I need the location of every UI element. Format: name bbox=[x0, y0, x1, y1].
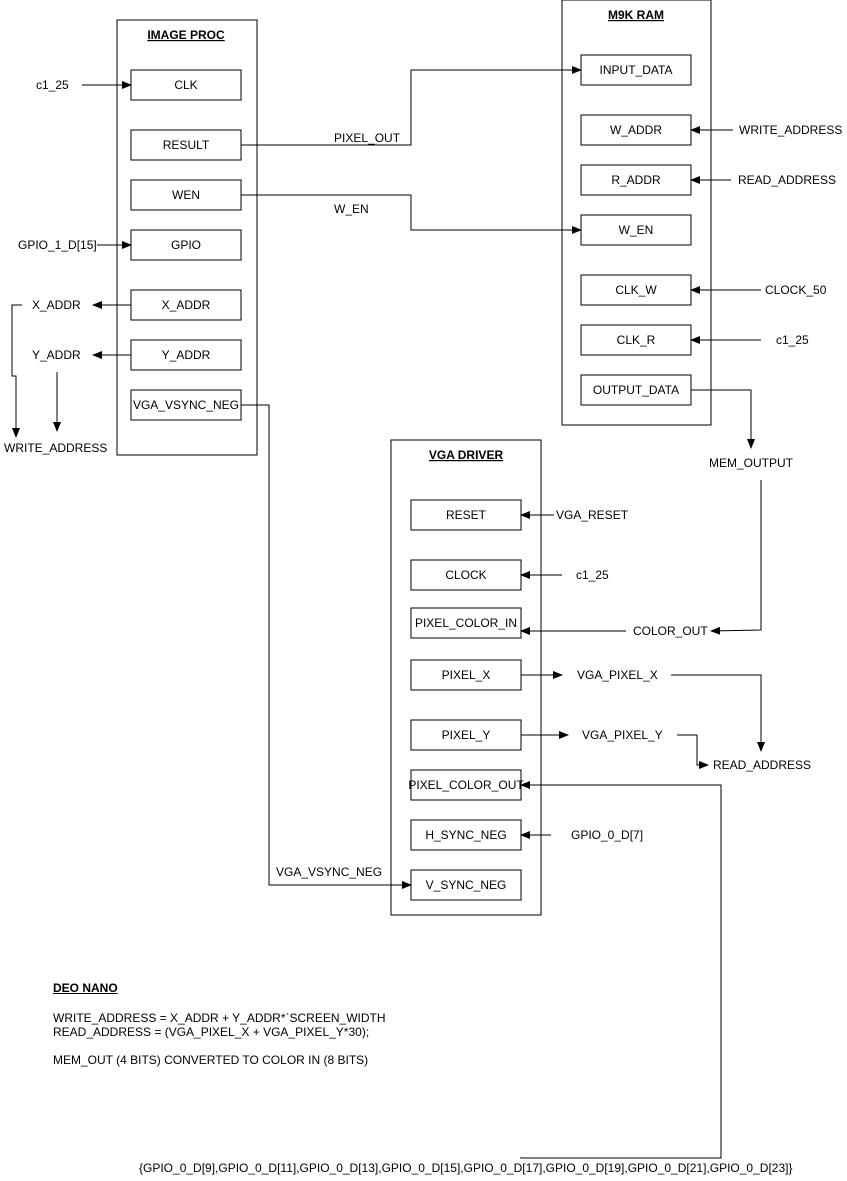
wire-mem-output bbox=[691, 389, 755, 449]
port-clk-w: CLK_W bbox=[580, 274, 692, 306]
signal-read-address-out: READ_ADDRESS bbox=[713, 758, 811, 772]
port-label: PIXEL_COLOR_OUT bbox=[408, 778, 524, 792]
wire-x-to-write-address bbox=[11, 304, 22, 438]
port-result: RESULT bbox=[130, 129, 242, 161]
port-y-addr: Y_ADDR bbox=[130, 339, 242, 371]
port-v-sync-neg: V_SYNC_NEG bbox=[410, 869, 522, 901]
signal-w-en: W_EN bbox=[334, 202, 369, 216]
wire-mem-to-color-out bbox=[710, 480, 762, 635]
port-label: W_EN bbox=[619, 223, 654, 237]
note-read-address: READ_ADDRESS = (VGA_PIXEL_X + VGA_PIXEL_… bbox=[53, 1025, 370, 1039]
signal-color-out: COLOR_OUT bbox=[633, 624, 708, 638]
port-r-addr: R_ADDR bbox=[580, 164, 692, 196]
port-pixel-color-out: PIXEL_COLOR_OUT bbox=[408, 769, 524, 801]
signal-read-address-ram: READ_ADDRESS bbox=[738, 173, 836, 187]
notes-title: DEO NANO bbox=[53, 981, 118, 995]
signal-c125-image: c1_25 bbox=[36, 78, 69, 92]
signal-write-address-left: WRITE_ADDRESS bbox=[4, 441, 107, 455]
port-label: RESULT bbox=[163, 138, 210, 152]
port-label: PIXEL_COLOR_IN bbox=[415, 616, 517, 630]
signal-pixel-out: PIXEL_OUT bbox=[334, 131, 401, 145]
port-label: R_ADDR bbox=[611, 173, 661, 187]
port-label: Y_ADDR bbox=[162, 348, 211, 362]
port-clock: CLOCK bbox=[410, 559, 522, 591]
port-label: X_ADDR bbox=[162, 298, 211, 312]
signal-c125-ram: c1_25 bbox=[776, 333, 809, 347]
signal-vga-vsync-neg: VGA_VSYNC_NEG bbox=[276, 865, 382, 879]
port-h-sync-neg: H_SYNC_NEG bbox=[410, 819, 522, 851]
port-w-addr: W_ADDR bbox=[580, 114, 692, 146]
signal-vga-pixel-x: VGA_PIXEL_X bbox=[577, 668, 658, 682]
signal-hsync: GPIO_0_D[7] bbox=[571, 828, 643, 842]
signal-vga-reset: VGA_RESET bbox=[556, 508, 629, 522]
vga-driver-block: VGA DRIVER RESET CLOCK PIXEL_COLOR_IN PI… bbox=[390, 439, 542, 916]
m9k-ram-title: M9K RAM bbox=[608, 8, 664, 22]
m9k-ram-block: M9K RAM INPUT_DATA W_ADDR R_ADDR W_EN CL… bbox=[561, 0, 712, 426]
note-mem-conversion: MEM_OUT (4 BITS) CONVERTED TO COLOR IN (… bbox=[53, 1053, 369, 1067]
port-w-en: W_EN bbox=[580, 214, 692, 246]
port-label: H_SYNC_NEG bbox=[425, 828, 506, 842]
wire-w-en bbox=[241, 194, 582, 234]
signal-c125-vga: c1_25 bbox=[576, 568, 609, 582]
port-label: RESET bbox=[446, 508, 487, 522]
signal-clock-50: CLOCK_50 bbox=[765, 283, 827, 297]
wire-pixel-out bbox=[241, 66, 582, 146]
wire-vga-pixel-y-read bbox=[677, 734, 709, 769]
signal-write-address-ram: WRITE_ADDRESS bbox=[739, 123, 842, 137]
port-wen: WEN bbox=[130, 179, 242, 211]
signal-mem-output: MEM_OUTPUT bbox=[709, 456, 794, 470]
port-gpio: GPIO bbox=[130, 229, 242, 261]
port-label: INPUT_DATA bbox=[600, 63, 673, 77]
port-x-addr: X_ADDR bbox=[130, 289, 242, 321]
signal-x-addr: X_ADDR bbox=[32, 298, 81, 312]
port-label: CLK_R bbox=[617, 333, 656, 347]
port-pixel-color-in: PIXEL_COLOR_IN bbox=[410, 607, 522, 639]
port-label: CLK bbox=[174, 78, 197, 92]
port-label: GPIO bbox=[171, 238, 201, 252]
wire-vga-pixel-x-read bbox=[671, 674, 765, 752]
signal-y-addr: Y_ADDR bbox=[32, 348, 81, 362]
port-reset: RESET bbox=[410, 499, 522, 531]
port-pixel-y: PIXEL_Y bbox=[410, 719, 522, 751]
signal-gpio-bus: {GPIO_0_D[9],GPIO_0_D[11],GPIO_0_D[13],G… bbox=[139, 1161, 792, 1175]
wire-gpio-bus bbox=[520, 781, 722, 1159]
port-clk-r: CLK_R bbox=[580, 324, 692, 356]
port-label: PIXEL_X bbox=[442, 668, 491, 682]
image-proc-block: IMAGE PROC CLK RESULT WEN GPIO X_ADDR Y_… bbox=[116, 19, 258, 456]
port-label: VGA_VSYNC_NEG bbox=[133, 398, 239, 412]
port-label: V_SYNC_NEG bbox=[426, 878, 507, 892]
port-vga-vsync-neg: VGA_VSYNC_NEG bbox=[130, 389, 242, 421]
image-proc-title: IMAGE PROC bbox=[147, 28, 225, 42]
wire-vga-vsync-neg bbox=[241, 404, 412, 889]
port-label: PIXEL_Y bbox=[442, 728, 491, 742]
port-label: WEN bbox=[172, 188, 200, 202]
port-label: CLOCK bbox=[445, 568, 486, 582]
port-label: W_ADDR bbox=[610, 123, 662, 137]
note-write-address: WRITE_ADDRESS = X_ADDR + Y_ADDR*`SCREEN_… bbox=[53, 1011, 386, 1025]
port-pixel-x: PIXEL_X bbox=[410, 659, 522, 691]
signal-labels: c1_25 PIXEL_OUT W_EN GPIO_1_D[15] X_ADDR… bbox=[4, 78, 842, 1175]
signal-vga-pixel-y: VGA_PIXEL_Y bbox=[582, 728, 663, 742]
port-clk: CLK bbox=[130, 69, 242, 101]
port-label: OUTPUT_DATA bbox=[593, 383, 679, 397]
signal-gpio-in: GPIO_1_D[15] bbox=[18, 238, 97, 252]
port-label: CLK_W bbox=[615, 283, 657, 297]
vga-driver-title: VGA DRIVER bbox=[429, 448, 504, 462]
port-output-data: OUTPUT_DATA bbox=[580, 374, 692, 406]
port-input-data: INPUT_DATA bbox=[580, 54, 692, 86]
